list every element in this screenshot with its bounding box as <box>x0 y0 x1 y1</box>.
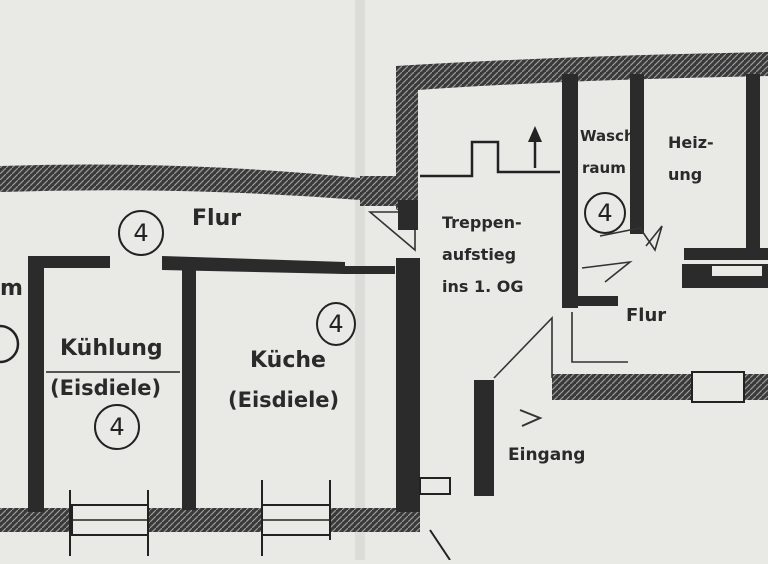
room-number-flur: 4 <box>118 210 164 256</box>
room-label-kueche: Küche <box>250 348 326 373</box>
wall-flur-right <box>162 256 345 274</box>
door-heiz <box>599 225 663 252</box>
room-label-flur-right: Flur <box>626 305 667 326</box>
door-connector <box>367 211 416 252</box>
wall-wash-bottom <box>578 296 618 306</box>
room-label-wasch-2: raum <box>582 159 626 177</box>
entrance-mark <box>519 409 543 427</box>
partial-circle-left <box>0 324 20 364</box>
room-label-heiz-1: Heiz- <box>668 133 714 152</box>
room-number-wasch: 4 <box>584 192 626 234</box>
wall-bottom <box>0 508 420 532</box>
wall-stair-right <box>562 74 578 308</box>
stair-arrow-head <box>528 126 542 142</box>
stair-outline <box>420 140 560 178</box>
room-label-left-partial: m <box>0 276 23 301</box>
room-label-kueche-sub: (Eisdiele) <box>228 388 340 412</box>
wall-entrance-left <box>474 380 494 496</box>
room-label-wasch-1: Wasch <box>580 127 635 145</box>
wall-vert-1 <box>28 256 44 512</box>
heiz-window <box>712 266 762 276</box>
room-label-flur-top: Flur <box>192 206 242 231</box>
wall-vert-2 <box>182 262 196 510</box>
door-flur <box>571 312 628 363</box>
room-label-treppen-2: aufstieg <box>442 245 517 264</box>
paper-fold <box>355 0 365 560</box>
wall-right-left-post <box>398 200 418 230</box>
wall-flur-left <box>30 256 110 268</box>
wall-connector <box>360 176 402 206</box>
room-number-kuehlung: 4 <box>94 404 140 450</box>
wall-heiz-right <box>746 74 760 254</box>
room-label-kuehlung: Kühlung <box>60 336 163 361</box>
room-label-treppen-3: ins 1. OG <box>442 277 524 296</box>
door-wash <box>581 260 633 283</box>
wall-top-right <box>396 52 768 210</box>
room-label-kuehlung-sub: (Eisdiele) <box>50 376 162 400</box>
room-label-eingang: Eingang <box>508 445 586 465</box>
wall-top-left <box>0 164 360 200</box>
room-label-treppen-1: Treppen- <box>442 213 522 232</box>
window-right <box>691 371 745 403</box>
entrance-step <box>419 477 451 495</box>
wall-vert-3 <box>396 258 420 512</box>
stair-line-bottom <box>429 529 451 561</box>
door-entrance <box>493 316 553 379</box>
room-label-heiz-2: ung <box>668 165 703 184</box>
wall-wash-heiz <box>630 74 644 234</box>
room-number-kueche: 4 <box>316 302 356 346</box>
wall-flur-end <box>345 266 395 274</box>
